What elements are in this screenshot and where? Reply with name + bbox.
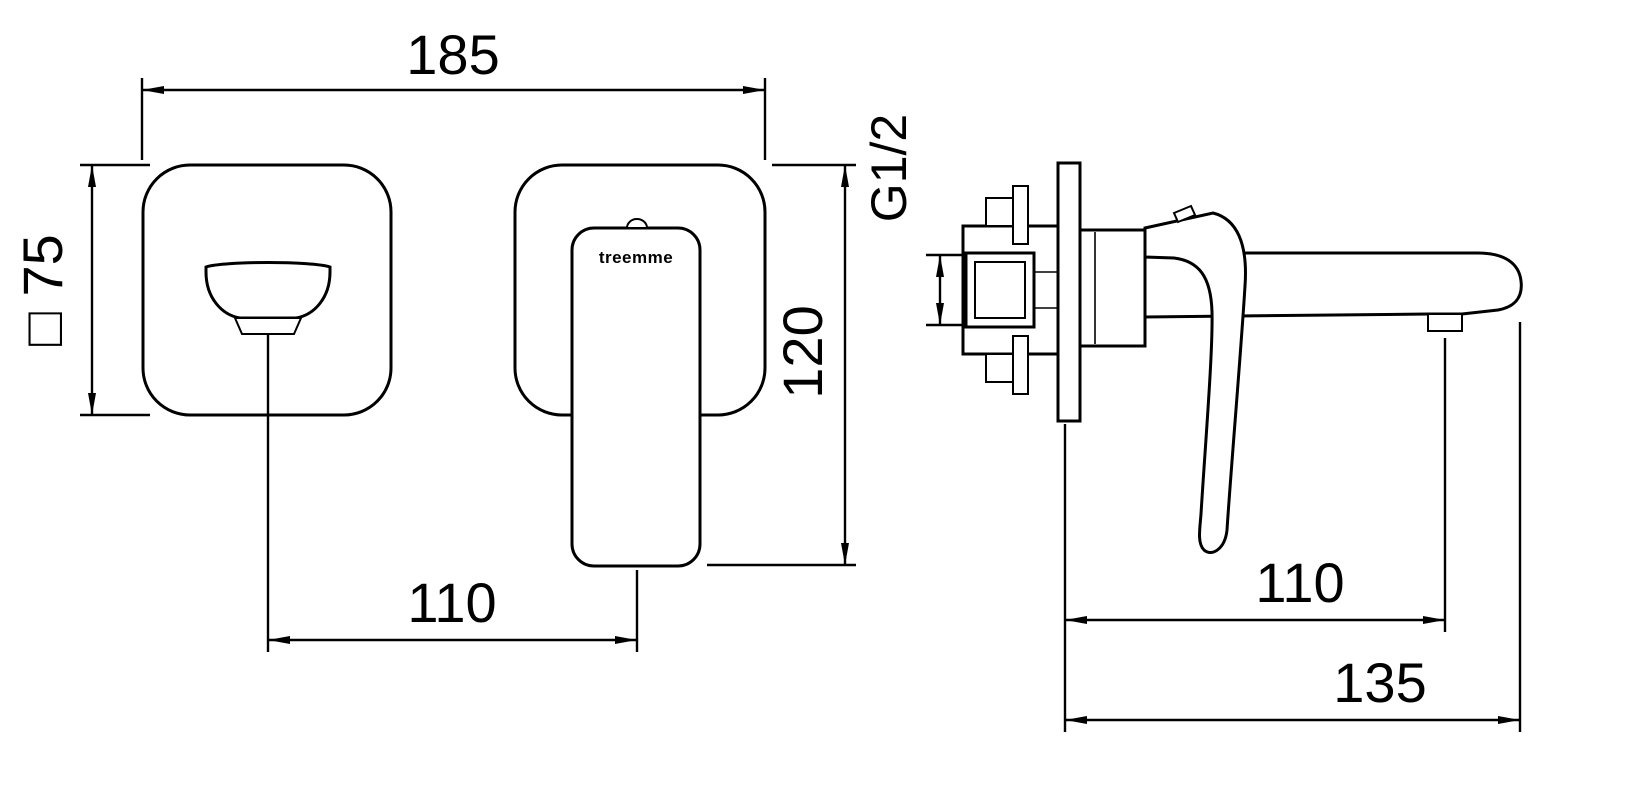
spout-aerator-side <box>1427 313 1463 332</box>
dimension-label: G1/2 <box>861 114 917 222</box>
handle-screw-icon <box>1172 204 1197 224</box>
dimension-label: 110 <box>1255 551 1344 614</box>
inlet-connection-inner <box>974 261 1026 319</box>
dimension-label: 110 <box>407 571 496 634</box>
dimension-label: 120 <box>771 305 834 398</box>
dimension-height-120: 120 <box>707 163 856 567</box>
lever-handle-side <box>1143 211 1247 554</box>
dimension-label: 185 <box>406 23 499 86</box>
handle-pin-icon <box>625 218 649 229</box>
dimension-label: □ 75 <box>11 234 74 346</box>
front-view: treemme 185 □ 75 120 <box>11 23 856 652</box>
lever-handle-front <box>570 226 702 568</box>
side-view: G1/2 110 135 <box>861 114 1523 732</box>
mounting-screw-top <box>985 197 1015 227</box>
dimension-width-185: 185 <box>140 23 767 160</box>
spout-aerator-front <box>233 317 303 335</box>
dimension-aerator-110: 110 <box>1063 338 1447 732</box>
dimension-label: 135 <box>1333 651 1426 714</box>
mounting-bracket-top <box>1012 185 1029 245</box>
dimension-thread-g12: G1/2 <box>861 114 964 327</box>
mounting-screw-bottom <box>985 353 1015 383</box>
dimension-projection-135: 135 <box>1065 322 1522 732</box>
brand-logo: treemme <box>599 248 673 267</box>
spout-front <box>204 261 332 320</box>
dimension-plate-75: □ 75 <box>11 163 150 417</box>
wall-plate-side <box>1056 161 1082 423</box>
mounting-bracket-bottom <box>1012 335 1029 395</box>
dimension-offset-110: 110 <box>266 334 639 652</box>
mixer-body-side <box>1078 228 1147 348</box>
